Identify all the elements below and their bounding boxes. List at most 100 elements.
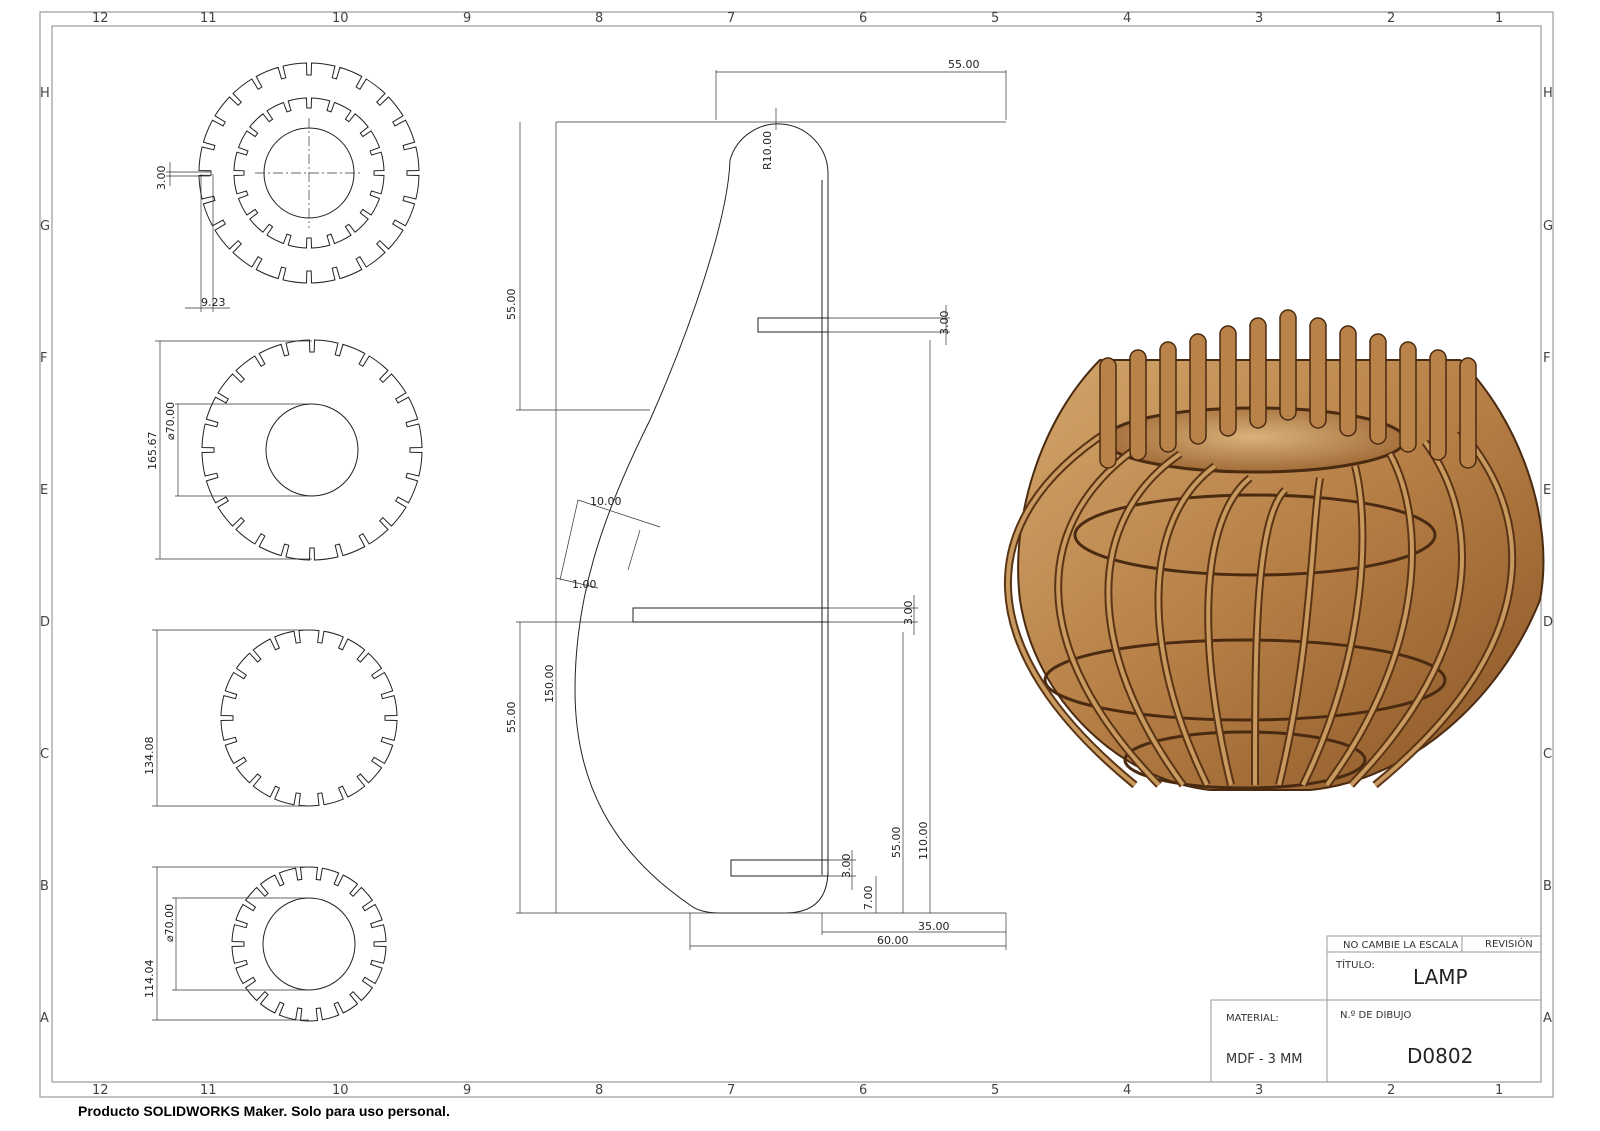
dim-shelf1-thickness: 3.00 bbox=[938, 311, 951, 336]
lamp-rib-top bbox=[1459, 357, 1477, 469]
disc2-dimensions: 165.67 ⌀70.00 bbox=[146, 340, 312, 560]
row-marker: G bbox=[1543, 219, 1553, 234]
material-value: MDF - 3 MM bbox=[1226, 1052, 1303, 1067]
outer-border bbox=[39, 11, 1554, 1098]
row-marker: D bbox=[40, 615, 50, 630]
lamp-3d-render bbox=[1003, 309, 1545, 791]
dim-curve-thickness: 1.00 bbox=[572, 578, 597, 591]
title-label: TÍTULO: bbox=[1335, 958, 1375, 971]
column-marker: 2 bbox=[1387, 1083, 1395, 1098]
lamp-rib-top bbox=[1219, 325, 1237, 437]
row-marker: F bbox=[1543, 351, 1550, 366]
column-marker: 11 bbox=[200, 1083, 217, 1098]
row-marker: C bbox=[1543, 747, 1552, 762]
lamp-rib-top bbox=[1099, 357, 1117, 469]
column-marker: 5 bbox=[991, 1083, 999, 1098]
rib-dimensions: 55.00 R10.00 55.00 150.00 55.00 10.00 1.… bbox=[505, 58, 1007, 950]
dim-upper-height: 55.00 bbox=[505, 289, 518, 321]
shelf-slot-1 bbox=[757, 317, 829, 333]
dim-bottom-60: 60.00 bbox=[877, 934, 909, 947]
row-marker: E bbox=[1543, 483, 1551, 498]
drawing-number: D0802 bbox=[1407, 1044, 1473, 1068]
column-marker: 10 bbox=[332, 1083, 349, 1098]
row-marker: B bbox=[40, 879, 49, 894]
disc1-dimensions: 3.00 9.23 bbox=[155, 162, 230, 312]
center-hole bbox=[265, 403, 359, 497]
dim-total-height: 150.00 bbox=[543, 665, 556, 704]
disc-views bbox=[198, 62, 423, 1022]
column-marker: 6 bbox=[859, 11, 867, 26]
lamp-rib-top bbox=[1339, 325, 1357, 437]
row-marker: G bbox=[40, 219, 50, 234]
column-marker: 12 bbox=[92, 11, 109, 26]
row-marker: A bbox=[1543, 1011, 1552, 1026]
dim-top-radius: R10.00 bbox=[761, 131, 774, 170]
dim-disc3-height: 134.08 bbox=[143, 737, 156, 776]
no-scale-label: NO CAMBIE LA ESCALA bbox=[1343, 940, 1458, 951]
lamp-rib-face bbox=[1277, 477, 1322, 786]
drawing-number-label: N.º DE DIBUJO bbox=[1340, 1010, 1412, 1021]
column-marker: 8 bbox=[595, 11, 603, 26]
column-marker: 11 bbox=[200, 11, 217, 26]
dim-disc4-height: 114.04 bbox=[143, 960, 156, 999]
slotted-ring bbox=[231, 866, 387, 1022]
dim-disc2-hole: ⌀70.00 bbox=[164, 402, 177, 440]
lamp-rib-top bbox=[1309, 317, 1327, 429]
row-marker: B bbox=[1543, 879, 1552, 894]
column-marker: 7 bbox=[727, 1083, 735, 1098]
column-marker: 8 bbox=[595, 1083, 603, 1098]
lamp-rib-face bbox=[1206, 476, 1252, 786]
dim-shelf2-height: 55.00 bbox=[890, 827, 903, 859]
column-marker: 3 bbox=[1255, 1083, 1263, 1098]
dim-shelf3-thickness: 3.00 bbox=[840, 854, 853, 879]
material-label: MATERIAL: bbox=[1226, 1013, 1279, 1024]
lamp-rib-top bbox=[1189, 333, 1207, 445]
row-marker: E bbox=[40, 483, 48, 498]
disc4-dimensions: 114.04 ⌀70.00 bbox=[143, 866, 309, 1021]
dim-shelf2-thickness: 3.00 bbox=[902, 601, 915, 626]
watermark-footer: Producto SOLIDWORKS Maker. Solo para uso… bbox=[78, 1103, 450, 1119]
row-marker: F bbox=[40, 351, 47, 366]
lamp-rib-top bbox=[1249, 317, 1267, 429]
dim-top-width: 55.00 bbox=[948, 58, 980, 71]
lamp-rib-top bbox=[1159, 341, 1177, 453]
column-marker: 9 bbox=[463, 1083, 471, 1098]
lamp-rib-face bbox=[1373, 428, 1515, 787]
lamp-rib-face bbox=[1156, 464, 1217, 786]
column-marker: 10 bbox=[332, 11, 349, 26]
column-marker: 4 bbox=[1123, 1083, 1131, 1098]
center-hole bbox=[262, 897, 356, 991]
row-marker: H bbox=[1543, 86, 1553, 101]
column-marker: 2 bbox=[1387, 11, 1395, 26]
column-marker: 9 bbox=[463, 11, 471, 26]
dim-disc4-hole: ⌀70.00 bbox=[163, 904, 176, 942]
column-marker: 5 bbox=[991, 11, 999, 26]
slotted-ring bbox=[198, 62, 420, 284]
lamp-rib-face bbox=[1106, 452, 1185, 787]
row-marker: C bbox=[40, 747, 49, 762]
lamp-rib-face bbox=[1301, 465, 1365, 786]
slotted-ring bbox=[201, 339, 423, 561]
rib-profile bbox=[574, 123, 829, 914]
lamp-rib-face bbox=[1005, 428, 1137, 787]
drawing-title: LAMP bbox=[1413, 965, 1468, 989]
lamp-rib-face bbox=[1349, 440, 1464, 787]
dim-shelf1-height: 110.00 bbox=[917, 822, 930, 861]
row-marker: H bbox=[40, 86, 50, 101]
column-marker: 3 bbox=[1255, 11, 1263, 26]
column-marker: 12 bbox=[92, 1083, 109, 1098]
slotted-ring bbox=[220, 629, 398, 807]
title-block: NO CAMBIE LA ESCALA REVISIÓN TÍTULO: LAM… bbox=[1210, 935, 1542, 1083]
lamp-rib-face bbox=[1056, 440, 1161, 787]
column-marker: 7 bbox=[727, 11, 735, 26]
dim-shelf3-offset: 7.00 bbox=[862, 886, 875, 911]
dim-disc2-height: 165.67 bbox=[146, 432, 159, 471]
disc3-dimensions: 134.08 bbox=[143, 629, 309, 807]
dim-slot-width: 3.00 bbox=[155, 166, 168, 191]
column-marker: 6 bbox=[859, 1083, 867, 1098]
column-marker: 4 bbox=[1123, 11, 1131, 26]
dim-bottom-35: 35.00 bbox=[918, 920, 950, 933]
lamp-rib-top bbox=[1369, 333, 1387, 445]
